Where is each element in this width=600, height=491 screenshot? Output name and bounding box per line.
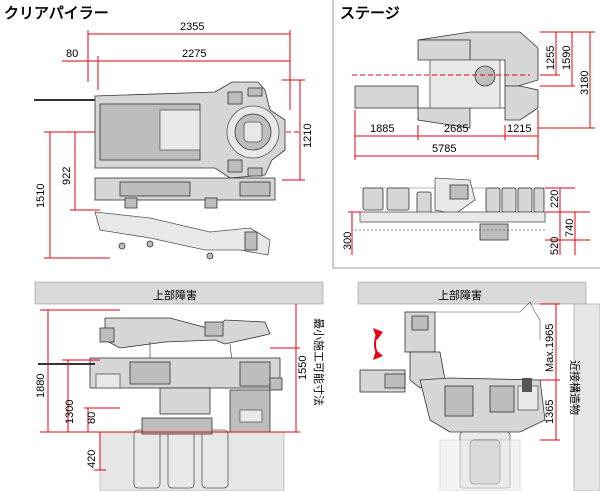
dimension-1255-1590-3180: 1255 1590 3180 (538, 31, 595, 129)
overhead-label-right: 上部障害 (438, 288, 482, 302)
dimension-922: 922 (61, 131, 95, 210)
side-arm (104, 317, 271, 349)
dim-922-label: 922 (61, 167, 73, 185)
dimension-1880: 1880 (35, 309, 120, 432)
dimension-1510: 1510 (35, 131, 110, 259)
clear-pilar-side-view: 上部障害 最小施工可能寸法 1880 (34, 281, 326, 491)
arm-assembly (94, 211, 271, 256)
dimension-80: 80 (62, 48, 98, 62)
dim-1300-label: 1300 (64, 400, 76, 424)
dimension-80-left: 80 (84, 407, 120, 432)
dim-3180-label: 3180 (579, 71, 591, 95)
near-building-view: 上部障害 近接構造物 Max.1965 (357, 281, 600, 491)
dimension-420: 420 (40, 431, 300, 471)
min-work-width-label: 最小施工可能寸法 (312, 318, 326, 406)
dim-740-label: 740 (564, 219, 576, 237)
dim-2685-label: 2685 (444, 123, 468, 135)
dim-1510-label: 1510 (35, 184, 47, 208)
dim-2275-label: 2275 (182, 48, 206, 60)
dimension-max1965: Max.1965 (540, 303, 560, 381)
overhead-obstacle-right (357, 281, 587, 305)
dim-420-label: 420 (86, 450, 98, 468)
dim-80-left-label: 80 (86, 412, 98, 424)
stage-left-block (354, 85, 419, 109)
dim-5785-label: 5785 (432, 143, 456, 155)
dim-220-label: 220 (549, 190, 561, 208)
dim-1885-label: 1885 (370, 123, 394, 135)
dimension-1365: 1365 (540, 380, 560, 441)
dim-1365-label: 1365 (544, 400, 556, 424)
dimension-2275: 2275 (97, 48, 290, 90)
stage-title: ステージ (340, 4, 400, 22)
dimension-1210: 1210 (282, 79, 314, 181)
dim-1210-label: 1210 (302, 124, 314, 148)
dimension-1885-2685-1215: 1885 2685 1215 5785 (354, 110, 539, 160)
near-building-label: 近接構造物 (568, 360, 582, 415)
dim-1550-label: 1550 (297, 356, 309, 380)
dim-1590-label: 1590 (561, 46, 573, 70)
dim-1255-label: 1255 (545, 46, 557, 70)
near-building-wall (573, 303, 600, 491)
dim-300-label: 300 (342, 232, 354, 250)
dim-80-label: 80 (66, 48, 78, 60)
overhead-label-left: 上部障害 (153, 288, 197, 302)
dimension-1550: 1550 (270, 304, 309, 432)
dim-1215-label: 1215 (507, 123, 531, 135)
stage-plan-view: 1255 1590 3180 1885 2685 1215 5785 (342, 31, 595, 255)
overhead-obstacle-left (34, 281, 324, 305)
dimension-1300: 1300 (62, 359, 100, 432)
dimension-220-300-740-520: 220 300 740 520 (342, 187, 590, 255)
dim-max1965-label: Max.1965 (544, 324, 556, 372)
clear-pilar-plan-view: 2355 80 2275 1210 922 1510 (34, 21, 314, 260)
dim-2355-label: 2355 (180, 21, 204, 33)
dimension-2355: 2355 (87, 21, 291, 110)
dim-1880-label: 1880 (35, 374, 47, 398)
dim-520-label: 520 (549, 237, 561, 255)
clear-pilar-title: クリアパイラー (4, 4, 109, 22)
